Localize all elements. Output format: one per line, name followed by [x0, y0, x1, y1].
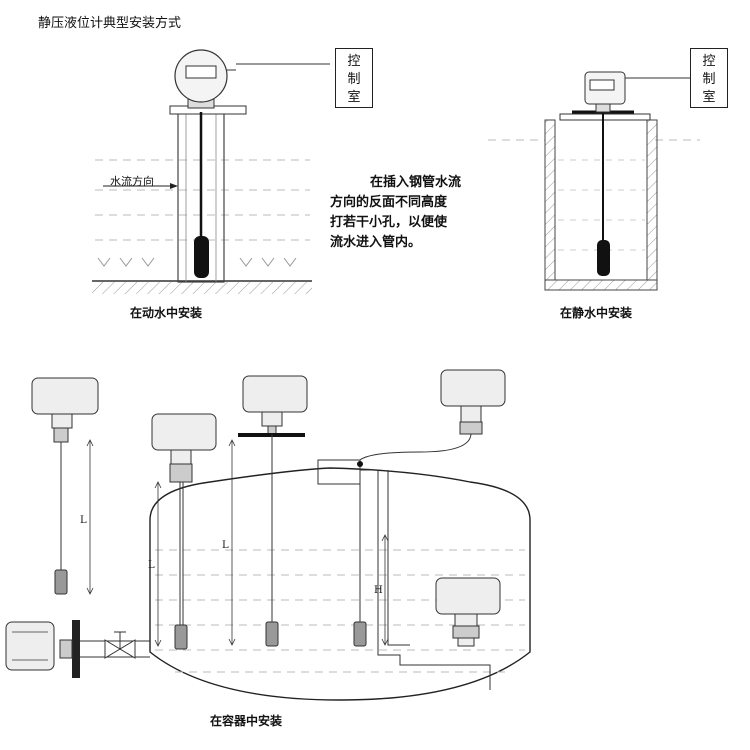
- caption-still-water: 在静水中安装: [560, 306, 633, 320]
- note-line: 打若干小孔，以便使: [330, 215, 448, 230]
- caption-flowing-water: 在动水中安装: [130, 306, 203, 320]
- installation-note: 在插入钢管水流 方向的反面不同高度 打若干小孔，以便使 流水进入管内。: [330, 173, 490, 253]
- control-room-box-left: 控 制 室: [335, 48, 373, 108]
- flow-direction-label: 水流方向: [110, 175, 154, 188]
- note-line: 方向的反面不同高度: [330, 195, 448, 210]
- dimension-h: H: [374, 585, 383, 596]
- control-room-box-right: 控 制 室: [690, 48, 728, 108]
- note-line: 流水进入管内。: [330, 235, 422, 250]
- dimension-l-3: L: [222, 540, 229, 551]
- dimension-l-2: L: [148, 560, 155, 571]
- flowing-water-installation: [92, 49, 330, 294]
- container-installation: [5, 369, 531, 701]
- caption-container: 在容器中安装: [210, 714, 283, 728]
- note-line: 在插入钢管水流: [370, 175, 462, 190]
- dimension-l-1: L: [80, 515, 87, 526]
- still-water-installation: [488, 71, 700, 291]
- diagram-title: 静压液位计典型安装方式: [38, 16, 182, 31]
